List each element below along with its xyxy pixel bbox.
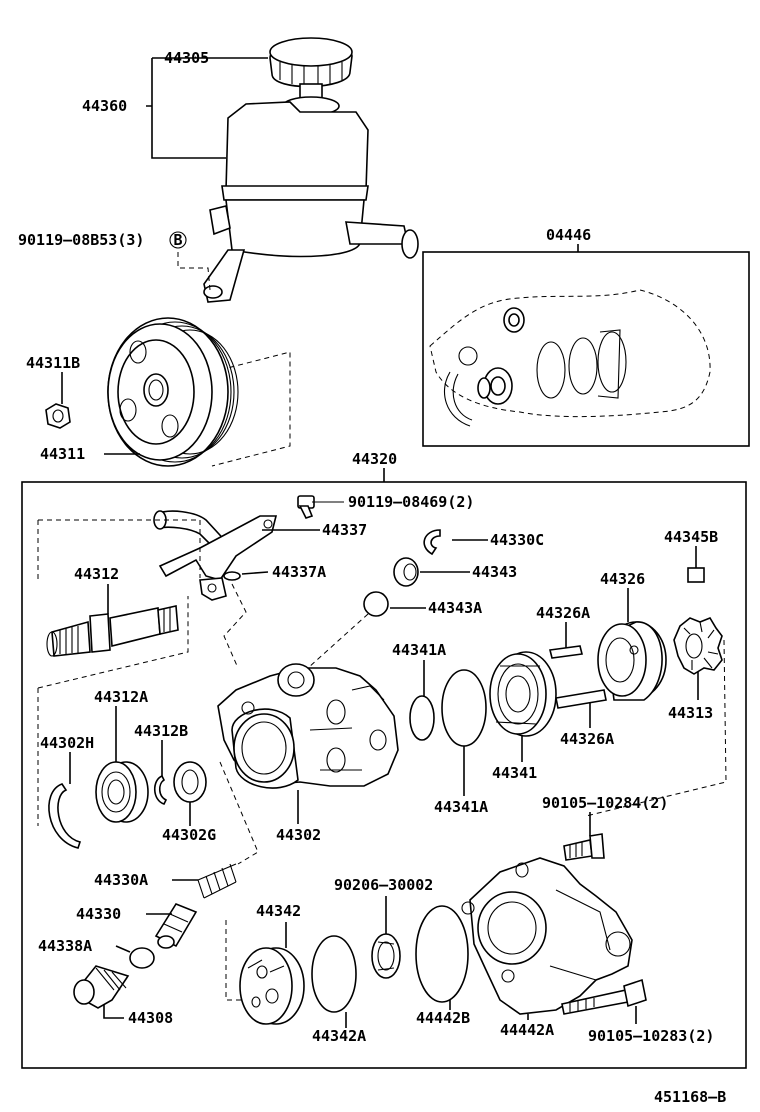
clip-44312B — [153, 774, 168, 805]
label-44320: 44320 — [352, 450, 397, 468]
leader-44360 — [146, 58, 226, 159]
o-ring-44338A — [129, 947, 155, 969]
o-ring-44343A — [363, 591, 389, 617]
label-90119-08469: 90119–08469(2) — [348, 493, 474, 511]
label-90105-10284: 90105–10284(2) — [542, 794, 668, 812]
label-44326: 44326 — [600, 570, 645, 588]
seal-kit-contents — [429, 289, 711, 427]
dash-rotor-to-bolt — [585, 639, 727, 817]
label-44442A: 44442A — [500, 1021, 554, 1039]
label-44326A-bottom: 44326A — [560, 730, 614, 748]
side-plate-44341 — [489, 651, 557, 737]
label-44338A: 44338A — [38, 937, 92, 955]
dash-oring-to-body — [307, 613, 369, 669]
label-44337A: 44337A — [272, 563, 326, 581]
label-44312: 44312 — [74, 565, 119, 583]
label-44337: 44337 — [322, 521, 367, 539]
label-44341A-bottom: 44341A — [434, 798, 488, 816]
snap-ring-44302H — [48, 783, 82, 849]
rear-housing — [461, 857, 633, 1015]
o-ring-44442B — [415, 905, 469, 1003]
leader-44337A — [241, 571, 269, 575]
dash-bracket-to-body — [223, 583, 247, 669]
leader-44308 — [103, 1004, 124, 1019]
o-ring-44341A-small — [409, 695, 435, 741]
label-44343: 44343 — [472, 563, 517, 581]
pump-body — [217, 663, 399, 789]
label-44312B: 44312B — [134, 722, 188, 740]
callout-circle-b — [169, 231, 187, 249]
label-44360: 44360 — [82, 97, 127, 115]
label-44302H: 44302H — [40, 734, 94, 752]
oil-seal-44302G — [173, 761, 207, 803]
spring-44330A — [197, 863, 237, 899]
label-44313: 44313 — [668, 704, 713, 722]
callout-letter-b: B — [173, 231, 182, 249]
pin-44326A-bottom — [555, 689, 607, 709]
label-44305: 44305 — [164, 49, 209, 67]
pin-44326A-top — [549, 645, 583, 659]
label-44330C: 44330C — [490, 531, 544, 549]
o-ring-44342A — [311, 935, 357, 1013]
label-44345B: 44345B — [664, 528, 718, 546]
label-44341: 44341 — [492, 764, 537, 782]
bearing-44312A — [95, 761, 149, 823]
pulley — [107, 317, 291, 467]
reservoir-tank — [203, 101, 419, 303]
label-44312A: 44312A — [94, 688, 148, 706]
label-90119-08B53: 90119–08B53(3) — [18, 231, 144, 249]
flow-control-valve — [154, 903, 198, 949]
o-ring-44341A-large — [441, 669, 487, 747]
label-44311B: 44311B — [26, 354, 80, 372]
leader-90119-08B53 — [177, 252, 211, 291]
spring-90206-30002 — [371, 933, 401, 979]
label-90206-30002: 90206–30002 — [334, 876, 433, 894]
label-44330: 44330 — [76, 905, 121, 923]
label-44326A-top: 44326A — [536, 604, 590, 622]
cam-ring — [597, 621, 667, 701]
rear-plate-44342 — [225, 920, 305, 1025]
label-44330A: 44330A — [94, 871, 148, 889]
seal-kit-box — [422, 251, 750, 447]
snap-ring-44330C — [423, 529, 441, 556]
label-44341A-top: 44341A — [392, 641, 446, 659]
bolt-90119-08469 — [297, 495, 344, 519]
label-04446: 04446 — [546, 226, 591, 244]
long-bolt-90105-10283 — [561, 978, 647, 1015]
label-90105-10283: 90105–10283(2) — [588, 1027, 714, 1045]
seal-44343 — [393, 557, 419, 587]
key-44345B — [687, 567, 705, 583]
label-44442B: 44442B — [416, 1009, 470, 1027]
dash-shaft-frame — [37, 596, 189, 826]
label-44302G: 44302G — [162, 826, 216, 844]
label-44311: 44311 — [40, 445, 85, 463]
union-fitting — [73, 965, 130, 1009]
label-44343A: 44343A — [428, 599, 482, 617]
label-44342: 44342 — [256, 902, 301, 920]
pump-shaft — [37, 519, 201, 657]
label-44302: 44302 — [276, 826, 321, 844]
label-44308: 44308 — [128, 1009, 173, 1027]
suction-pipe-bracket — [153, 510, 278, 601]
leader-44338A — [115, 945, 131, 953]
pulley-nut — [45, 403, 71, 429]
rotor — [673, 617, 723, 675]
bolt-90105-10284 — [563, 833, 605, 861]
drawing-code: 451168–B — [654, 1088, 726, 1106]
label-44342A: 44342A — [312, 1027, 366, 1045]
